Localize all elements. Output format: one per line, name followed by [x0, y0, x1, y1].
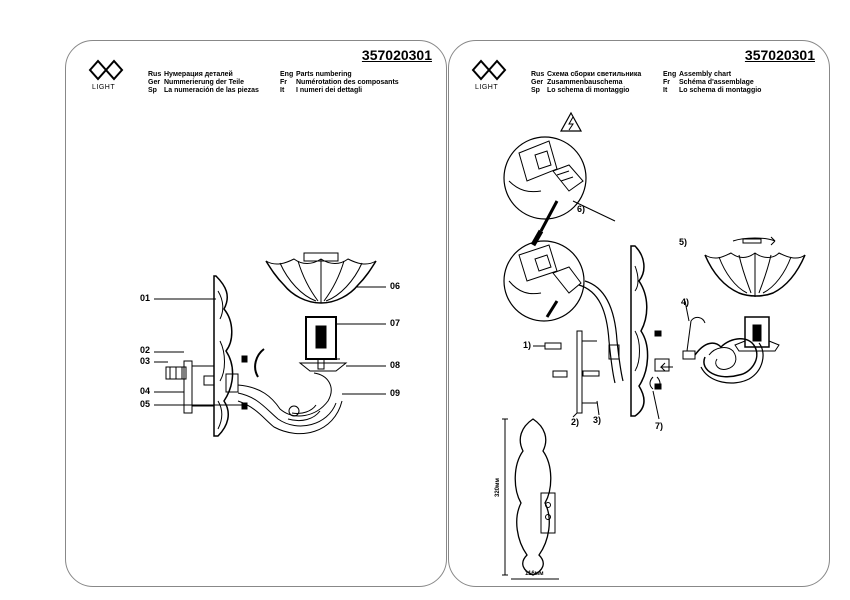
step-2-label: 2)	[571, 417, 580, 427]
step-6-label: 6)	[577, 204, 586, 214]
mw-light-logo	[469, 56, 509, 86]
part-08-label: 08	[390, 360, 401, 370]
step-7-label: 7)	[655, 421, 664, 431]
part-02-label: 02	[140, 345, 151, 355]
logo-text: LIGHT	[475, 84, 499, 91]
part-04-label: 04	[140, 386, 151, 396]
step-3-label: 3)	[593, 415, 602, 425]
step-1-label: 1)	[523, 340, 532, 350]
article-code: 357020301	[744, 47, 815, 63]
high-voltage-warning-icon	[559, 111, 583, 132]
parts-exploded-drawing	[154, 252, 386, 437]
part-03-label: 03	[140, 356, 151, 366]
part-01-label: 01	[140, 293, 151, 303]
step-5-label: 5)	[679, 237, 688, 247]
part-06-label: 06	[390, 281, 401, 291]
article-code: 357020301	[361, 47, 432, 63]
part-07-label: 07	[390, 318, 401, 328]
logo-text: LIGHT	[92, 84, 116, 91]
part-05-label: 05	[140, 399, 151, 409]
height-dimension: 320мм	[495, 478, 501, 497]
mw-light-logo	[86, 56, 126, 86]
width-dimension: 116мм	[525, 571, 544, 577]
assembly-drawing	[502, 111, 806, 580]
part-09-label: 09	[390, 388, 401, 398]
step-4-label: 4)	[681, 297, 690, 307]
